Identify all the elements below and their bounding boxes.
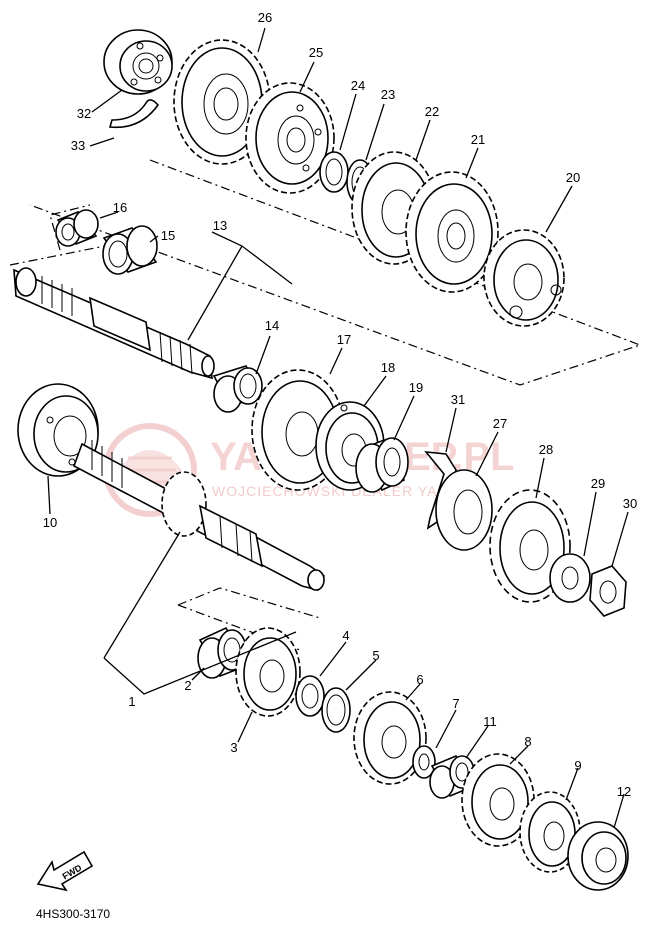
callout-3: 3	[230, 740, 237, 755]
callout-29: 29	[591, 476, 605, 491]
callout-16: 16	[113, 200, 127, 215]
part-29-lock-washer	[549, 553, 591, 603]
part-26-gear	[173, 39, 271, 165]
callout-19: 19	[409, 380, 423, 395]
callout-4: 4	[342, 628, 349, 643]
callout-7: 7	[452, 696, 459, 711]
part-1-drive-axle	[73, 440, 325, 591]
callout-26: 26	[258, 10, 272, 25]
callout-17: 17	[337, 332, 351, 347]
part-16-bushing	[55, 209, 99, 247]
part-5-circlip	[321, 687, 351, 733]
diagram-code: 4HS300-3170	[36, 907, 110, 921]
callout-13: 13	[213, 218, 227, 233]
callout-23: 23	[381, 87, 395, 102]
callout-20: 20	[566, 170, 580, 185]
callout-18: 18	[381, 360, 395, 375]
callout-14: 14	[265, 318, 279, 333]
part-32-bearing	[103, 29, 173, 95]
callout-11: 11	[483, 714, 497, 729]
part-15-needle-bearing	[102, 225, 158, 275]
part-28-drive-sprocket	[489, 489, 571, 603]
callout-9: 9	[574, 758, 581, 773]
part-19-collar	[355, 437, 409, 493]
leader-lines	[47, 27, 629, 829]
callout-6: 6	[416, 672, 423, 687]
part-13-main-axle	[13, 267, 215, 380]
callout-24: 24	[351, 78, 365, 93]
callout-32: 32	[77, 106, 91, 121]
callout-15: 15	[161, 228, 175, 243]
part-12-bearing	[567, 821, 629, 891]
part-33-circlip	[108, 99, 160, 129]
callout-22: 22	[425, 104, 439, 119]
part-14-bushing	[212, 365, 264, 413]
callout-2: 2	[184, 678, 191, 693]
callout-10: 10	[43, 515, 57, 530]
watermark-subtext: WOJCIECHOWSKI DEALER YAMAHA	[212, 483, 482, 499]
part-20-gear	[483, 229, 565, 327]
callout-25: 25	[309, 45, 323, 60]
part-27-washer	[435, 469, 493, 551]
callout-28: 28	[539, 442, 553, 457]
arrow-icon	[36, 850, 94, 892]
part-8-gear	[461, 753, 535, 847]
callout-8: 8	[524, 734, 531, 749]
part-21-gear	[405, 171, 499, 293]
forward-direction-arrow: FWD	[36, 850, 94, 892]
callout-27: 27	[493, 416, 507, 431]
part-30-nut	[589, 565, 627, 617]
part-25-gear	[245, 82, 335, 194]
callout-30: 30	[623, 496, 637, 511]
part-7-washer	[412, 745, 436, 779]
callout-1: 1	[128, 694, 135, 709]
part-6-gear	[353, 691, 427, 785]
callout-21: 21	[471, 132, 485, 147]
callout-33: 33	[71, 138, 85, 153]
part-4-washer	[295, 675, 325, 717]
callout-12: 12	[617, 784, 631, 799]
callout-5: 5	[372, 648, 379, 663]
part-3-gear	[235, 627, 301, 717]
callout-labels: 26 25 24 23 22 21 20 32 33 16 15 13 14 1…	[43, 10, 637, 799]
part-24-washer	[319, 151, 349, 193]
callout-31: 31	[451, 392, 465, 407]
